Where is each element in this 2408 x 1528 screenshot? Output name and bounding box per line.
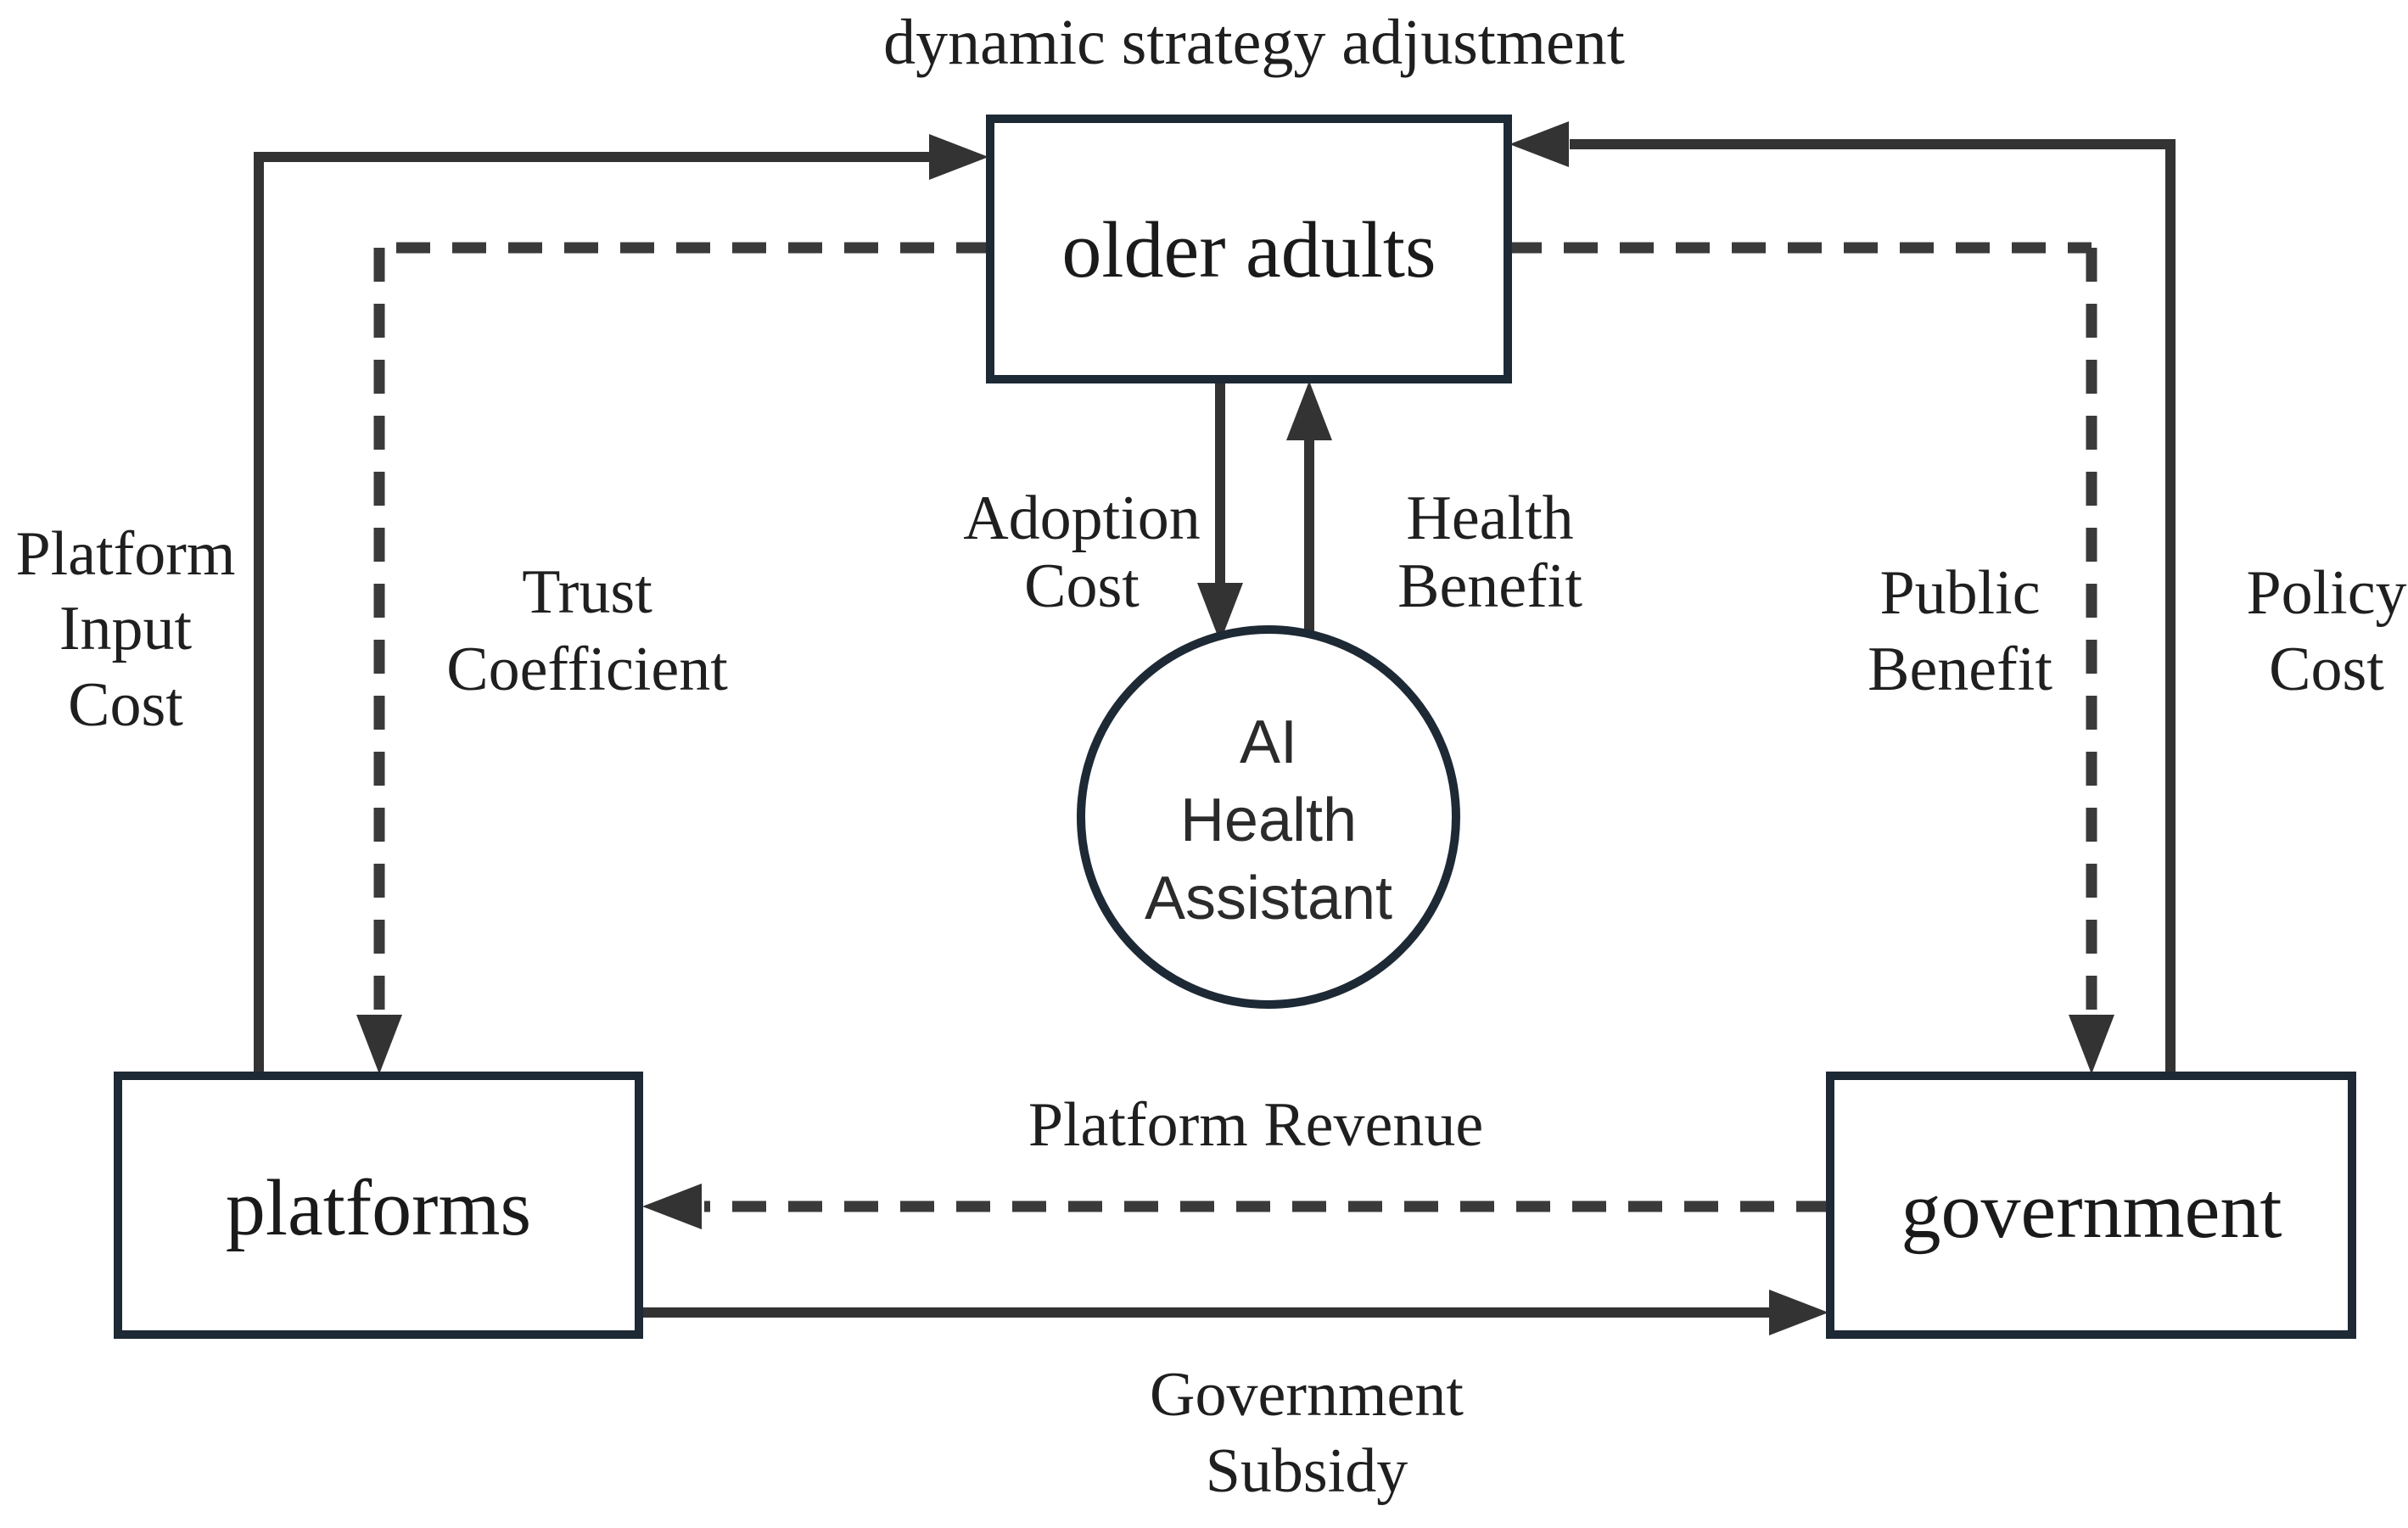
health-benefit-label-line1: Health bbox=[1406, 484, 1573, 553]
older-adults-label: older adults bbox=[1061, 206, 1436, 294]
policy-cost-label-line1: Policy bbox=[2246, 558, 2406, 628]
platform-input-cost-arrowhead bbox=[929, 134, 988, 180]
platforms-label: platforms bbox=[226, 1164, 531, 1252]
health-benefit-label-line2: Benefit bbox=[1397, 551, 1582, 621]
ai-label-line3: Assistant bbox=[1145, 865, 1392, 932]
trust-coefficient-arrowhead bbox=[356, 1015, 402, 1074]
platform-input-cost-label-line2: Input bbox=[59, 594, 193, 663]
adoption-cost-label-line2: Cost bbox=[1024, 551, 1140, 621]
platforms-box bbox=[114, 1072, 643, 1339]
health-benefit-arrowhead bbox=[1286, 381, 1332, 440]
public-benefit-label-line1: Public bbox=[1879, 558, 2040, 628]
platform-revenue-label: Platform Revenue bbox=[1028, 1090, 1483, 1160]
government-subsidy-label-line1: Government bbox=[1150, 1360, 1464, 1430]
trust-coefficient-label-line1: Trust bbox=[522, 557, 652, 627]
government-subsidy-arrowhead bbox=[1769, 1290, 1828, 1335]
government-box bbox=[1826, 1072, 2356, 1339]
platform-input-cost-label-line1: Platform bbox=[16, 519, 236, 589]
ai-label-line2: Health bbox=[1180, 786, 1357, 854]
policy-cost-arrowhead bbox=[1509, 121, 1569, 167]
trust-coefficient-label-line2: Coefficient bbox=[446, 635, 728, 704]
government-label: government bbox=[1901, 1167, 2282, 1255]
platform-revenue-arrowhead bbox=[642, 1184, 702, 1229]
adoption-cost-arrowhead bbox=[1197, 583, 1243, 642]
adoption-cost-label-line1: Adoption bbox=[963, 484, 1201, 553]
public-benefit-label-line2: Benefit bbox=[1868, 635, 2052, 704]
ai-label-line1: AI bbox=[1240, 708, 1297, 776]
government-subsidy-label-line2: Subsidy bbox=[1206, 1436, 1408, 1506]
public-benefit-arrowhead bbox=[2069, 1015, 2114, 1074]
older-adults-box bbox=[986, 115, 1512, 383]
platform-input-cost-label-line3: Cost bbox=[68, 670, 183, 740]
policy-cost-label-line2: Cost bbox=[2269, 635, 2384, 704]
ai-health-assistant-circle bbox=[1077, 625, 1460, 1009]
diagram-title: dynamic strategy adjustment bbox=[883, 7, 1625, 78]
